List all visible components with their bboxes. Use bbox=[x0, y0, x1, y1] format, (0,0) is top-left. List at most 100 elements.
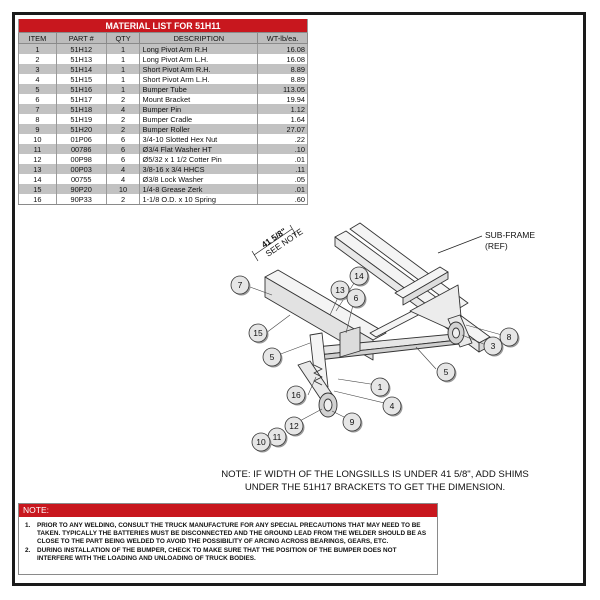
table-cell: 51H13 bbox=[55, 54, 107, 64]
roller-hub-left bbox=[323, 398, 333, 412]
mount-bracket bbox=[339, 326, 361, 358]
callout-number: 11 bbox=[273, 432, 282, 442]
table-cell: 19.94 bbox=[257, 94, 308, 104]
table-cell: .22 bbox=[257, 134, 308, 144]
table-cell: 2 bbox=[105, 194, 141, 205]
table-cell: 4 bbox=[105, 174, 141, 184]
callout-number: 7 bbox=[238, 280, 243, 290]
table-cell: 4 bbox=[105, 104, 141, 114]
table-cell: Bumper Roller bbox=[139, 124, 259, 134]
table-cell: 2 bbox=[18, 54, 57, 64]
callout-bubble: 16 bbox=[286, 385, 307, 406]
shim-note-line-1: NOTE: IF WIDTH OF THE LONGSILLS IS UNDER… bbox=[221, 469, 529, 480]
callout-number: 10 bbox=[256, 437, 266, 447]
table-cell: 113.05 bbox=[257, 84, 308, 94]
table-cell: 51H14 bbox=[55, 64, 107, 74]
table-cell: 1 bbox=[105, 43, 141, 54]
table-cell: 6 bbox=[105, 144, 141, 154]
table-cell: Bumper Cradle bbox=[139, 114, 259, 124]
table-cell: 11 bbox=[18, 144, 57, 154]
table-cell: 8.89 bbox=[257, 74, 308, 84]
callout-number: 16 bbox=[291, 390, 301, 400]
table-cell: 2 bbox=[105, 94, 141, 104]
note-item: 2. DURING INSTALLATION OF THE BUMPER, CH… bbox=[25, 547, 431, 563]
table-cell: 14 bbox=[18, 174, 57, 184]
table-cell: 1/4-8 Grease Zerk bbox=[139, 184, 259, 194]
assembly-drawing: 41 5/8" SEE NOTE SUB-FRAME (REF) 7141361… bbox=[230, 222, 535, 453]
table-cell: Long Pivot Arm L.H. bbox=[139, 54, 259, 64]
material-list-title: MATERIAL LIST FOR 51H11 bbox=[18, 19, 308, 33]
note-text: PRIOR TO ANY WELDING, CONSULT THE TRUCK … bbox=[37, 522, 427, 546]
callout-bubble: 6 bbox=[346, 288, 367, 309]
callout-number: 1 bbox=[378, 382, 383, 392]
table-cell: 27.07 bbox=[257, 124, 308, 134]
table-cell: Ø3/4 Flat Washer HT bbox=[139, 144, 259, 154]
table-cell: Bumper Pin bbox=[139, 104, 259, 114]
table-cell: 1 bbox=[105, 74, 141, 84]
table-cell: .05 bbox=[257, 174, 308, 184]
note-number: 1. bbox=[25, 522, 31, 529]
table-cell: 3 bbox=[18, 64, 57, 74]
table-cell: 4 bbox=[18, 74, 57, 84]
table-cell: Ø3/8 Lock Washer bbox=[139, 174, 259, 184]
table-cell: 8 bbox=[18, 114, 57, 124]
table-cell: 9 bbox=[18, 124, 57, 134]
table-cell: Bumper Tube bbox=[139, 84, 259, 94]
table-cell: 2 bbox=[105, 124, 141, 134]
table-cell: 1 bbox=[105, 54, 141, 64]
subframe-crossmember-face bbox=[402, 271, 449, 306]
dimension-tick bbox=[289, 224, 297, 236]
callout-number: 12 bbox=[289, 421, 299, 431]
note-item: 1. PRIOR TO ANY WELDING, CONSULT THE TRU… bbox=[25, 522, 431, 547]
callout-number: 5 bbox=[270, 352, 275, 362]
table-cell: 1 bbox=[105, 84, 141, 94]
table-cell: 10 bbox=[18, 134, 57, 144]
callout-bubble: 12 bbox=[284, 416, 305, 437]
callout-number: 4 bbox=[390, 401, 395, 411]
table-cell: 51H12 bbox=[55, 43, 107, 54]
callout-number: 6 bbox=[354, 293, 359, 303]
shim-note: NOTE: IF WIDTH OF THE LONGSILLS IS UNDER… bbox=[210, 468, 540, 494]
table-cell: 15 bbox=[18, 184, 57, 194]
callout-bubble: 8 bbox=[499, 327, 520, 348]
table-cell: 6 bbox=[105, 134, 141, 144]
note-body: 1. PRIOR TO ANY WELDING, CONSULT THE TRU… bbox=[19, 517, 437, 563]
spring bbox=[313, 364, 323, 386]
callout-number: 3 bbox=[491, 341, 496, 351]
table-cell: Short Pivot Arm L.H. bbox=[139, 74, 259, 84]
column-header: WT-lb/ea. bbox=[257, 32, 308, 44]
table-cell: 90P20 bbox=[55, 184, 107, 194]
table-cell: 51H20 bbox=[55, 124, 107, 134]
table-cell: 51H18 bbox=[55, 104, 107, 114]
callout-number: 13 bbox=[335, 285, 345, 295]
callout-bubble: 5 bbox=[436, 362, 457, 383]
table-cell: 01P06 bbox=[55, 134, 107, 144]
table-cell: 1.12 bbox=[257, 104, 308, 114]
dimension-line bbox=[253, 228, 293, 256]
table-cell: 90P33 bbox=[55, 194, 107, 205]
table-cell: 16 bbox=[18, 194, 57, 205]
column-header: DESCRIPTION bbox=[139, 32, 259, 44]
table-cell: 1.64 bbox=[257, 114, 308, 124]
callout-bubble: 9 bbox=[342, 412, 363, 433]
callout-number: 14 bbox=[354, 271, 364, 281]
roller-hub-right bbox=[452, 327, 460, 339]
dimension-tick bbox=[251, 250, 259, 262]
table-cell: 13 bbox=[18, 164, 57, 174]
callout-bubble: 11 bbox=[267, 427, 288, 448]
table-header-row: ITEM PART # QTY DESCRIPTION WT-lb/ea. bbox=[18, 32, 308, 44]
table-cell: 6 bbox=[18, 94, 57, 104]
table-cell: 51H17 bbox=[55, 94, 107, 104]
table-cell: .10 bbox=[257, 144, 308, 154]
